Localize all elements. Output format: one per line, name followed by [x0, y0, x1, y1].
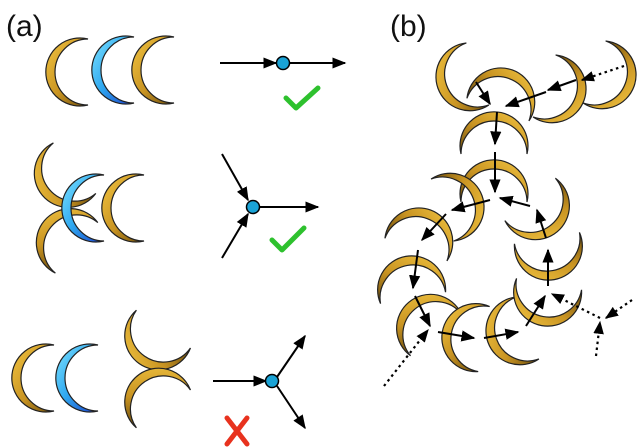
dotted-arrows: [383, 64, 633, 387]
chain-arrow: [498, 195, 531, 207]
gold-crescent: [383, 197, 463, 262]
gold-crescent: [11, 343, 55, 413]
node-dot: [275, 55, 291, 71]
chain-arrow: [450, 199, 491, 213]
dotted-incoming-arrow: [593, 320, 604, 357]
chain-arrow: [504, 91, 547, 108]
dotted-incoming-arrow: [604, 299, 633, 319]
dotted-incoming-arrow: [383, 328, 429, 387]
chain-arrows: [409, 79, 577, 342]
node-dot: [245, 199, 261, 215]
gold-crescent: [582, 39, 641, 119]
chain-arrow: [421, 213, 447, 242]
incoming-arrow: [221, 153, 249, 202]
gold-crescent: [475, 295, 540, 375]
red-cross-icon: [224, 415, 250, 447]
panel-a: [11, 35, 347, 447]
chain-arrow: [475, 81, 491, 106]
chain-arrow: [490, 111, 502, 146]
chain-arrow: [546, 79, 577, 92]
gold-crescent: [512, 231, 589, 287]
gold-crescent: [459, 111, 529, 155]
gold-crescent: [131, 35, 175, 105]
blue-crescent: [61, 173, 105, 243]
chain-arrow: [409, 249, 421, 290]
row-3-particles: [11, 308, 192, 430]
row-1-graph: [220, 55, 347, 111]
chain-arrow: [525, 294, 546, 327]
row-2-graph: [221, 153, 320, 259]
gold-crescent: [101, 173, 145, 243]
green-check-icon: [283, 85, 321, 111]
incoming-arrow: [221, 212, 249, 259]
panel-b: [371, 39, 641, 387]
chain-arrow: [437, 330, 476, 342]
chain-arrow: [535, 208, 547, 239]
gold-crescent: [19, 141, 98, 222]
blue-crescent: [91, 35, 135, 105]
chain-arrow: [414, 295, 431, 328]
row-3-graph: [213, 334, 306, 447]
panel-label-b: (b): [390, 10, 427, 43]
outgoing-arrow: [276, 334, 306, 378]
outgoing-arrow: [276, 385, 306, 430]
dotted-incoming-arrow: [580, 64, 625, 82]
chain-arrow: [483, 328, 520, 340]
gold-crescent: [45, 37, 89, 107]
node-dot: [264, 373, 280, 389]
row-2-particles: [19, 141, 145, 275]
gold-crescent: [465, 57, 545, 122]
gold-crescent: [503, 176, 584, 255]
green-check-icon: [269, 225, 307, 253]
gold-crescent: [430, 163, 495, 243]
blue-crescent: [55, 343, 99, 413]
row-1-particles: [45, 35, 175, 107]
panel-label-a: (a): [6, 10, 43, 43]
